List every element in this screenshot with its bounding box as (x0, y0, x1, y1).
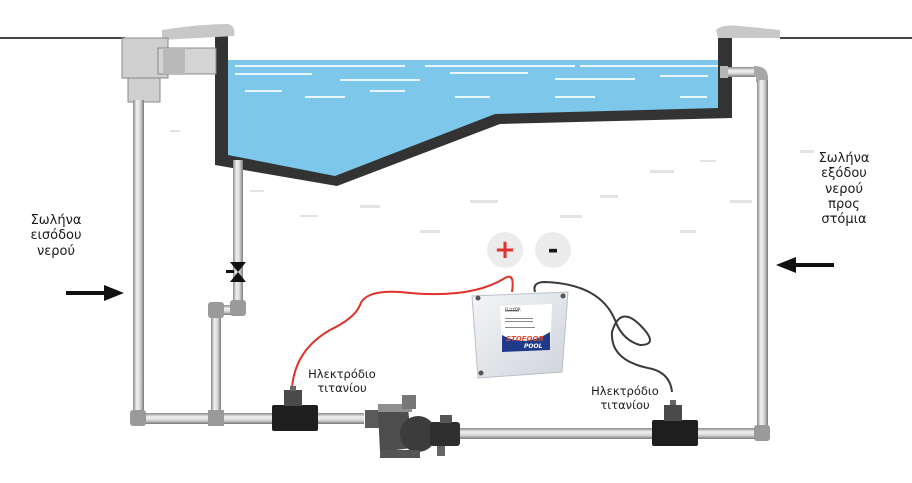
label-line: τιτανίου (600, 397, 650, 412)
label-line: νερού (824, 181, 864, 197)
label-line: Ηλεκτρόδιο (308, 367, 376, 381)
control-box-model: FLUXOR (505, 307, 521, 312)
pool-wall (215, 32, 732, 186)
brand-text: STOFOOR (506, 335, 544, 343)
label-line: νερού (36, 243, 76, 259)
pump (365, 395, 460, 458)
label-line: Ηλεκτρόδιο (591, 384, 659, 398)
negative-terminal-icon: - (535, 232, 571, 268)
ground-texture (170, 130, 814, 233)
label-line: προς (828, 196, 860, 212)
inlet-pipe-label: Σωλήνα εισόδου νερού (28, 213, 84, 259)
label-line: εισόδου (30, 228, 82, 244)
model-text: FLUXOR (505, 307, 521, 312)
pipes (130, 80, 770, 441)
label-line: στόμια (821, 212, 867, 228)
electrode-right-label: Ηλεκτρόδιο τιτανίου (585, 384, 665, 412)
positive-sign: + (494, 235, 516, 265)
electrode-right (652, 400, 698, 446)
inlet-arrow-icon (66, 285, 124, 301)
electrode-left (272, 386, 318, 431)
negative-wire (533, 280, 673, 393)
pool-water (222, 60, 720, 180)
subbrand-text: POOL (524, 343, 543, 350)
water-waves (235, 65, 720, 98)
negative-sign: - (547, 235, 559, 265)
return-fitting (720, 66, 768, 82)
right-coping (716, 25, 780, 38)
positive-terminal-icon: + (487, 232, 523, 268)
label-line: εξόδου (821, 166, 867, 182)
electrode-left-label: Ηλεκτρόδιο τιτανίου (302, 367, 382, 395)
skimmer (121, 24, 235, 103)
label-line: Σωλήνα (818, 151, 870, 166)
outlet-arrow-icon (776, 257, 834, 273)
positive-wire (291, 275, 514, 389)
label-line: τιτανίου (317, 380, 367, 395)
outlet-pipe-label: Σωλήνα εξόδου νερού προς στόμια (812, 151, 876, 228)
label-line: Σωλήνα (30, 213, 82, 228)
valve-icon (226, 262, 246, 282)
control-box-brand: STOFOOR (506, 335, 544, 343)
control-box-subbrand: POOL (524, 343, 542, 350)
control-box (471, 291, 569, 379)
